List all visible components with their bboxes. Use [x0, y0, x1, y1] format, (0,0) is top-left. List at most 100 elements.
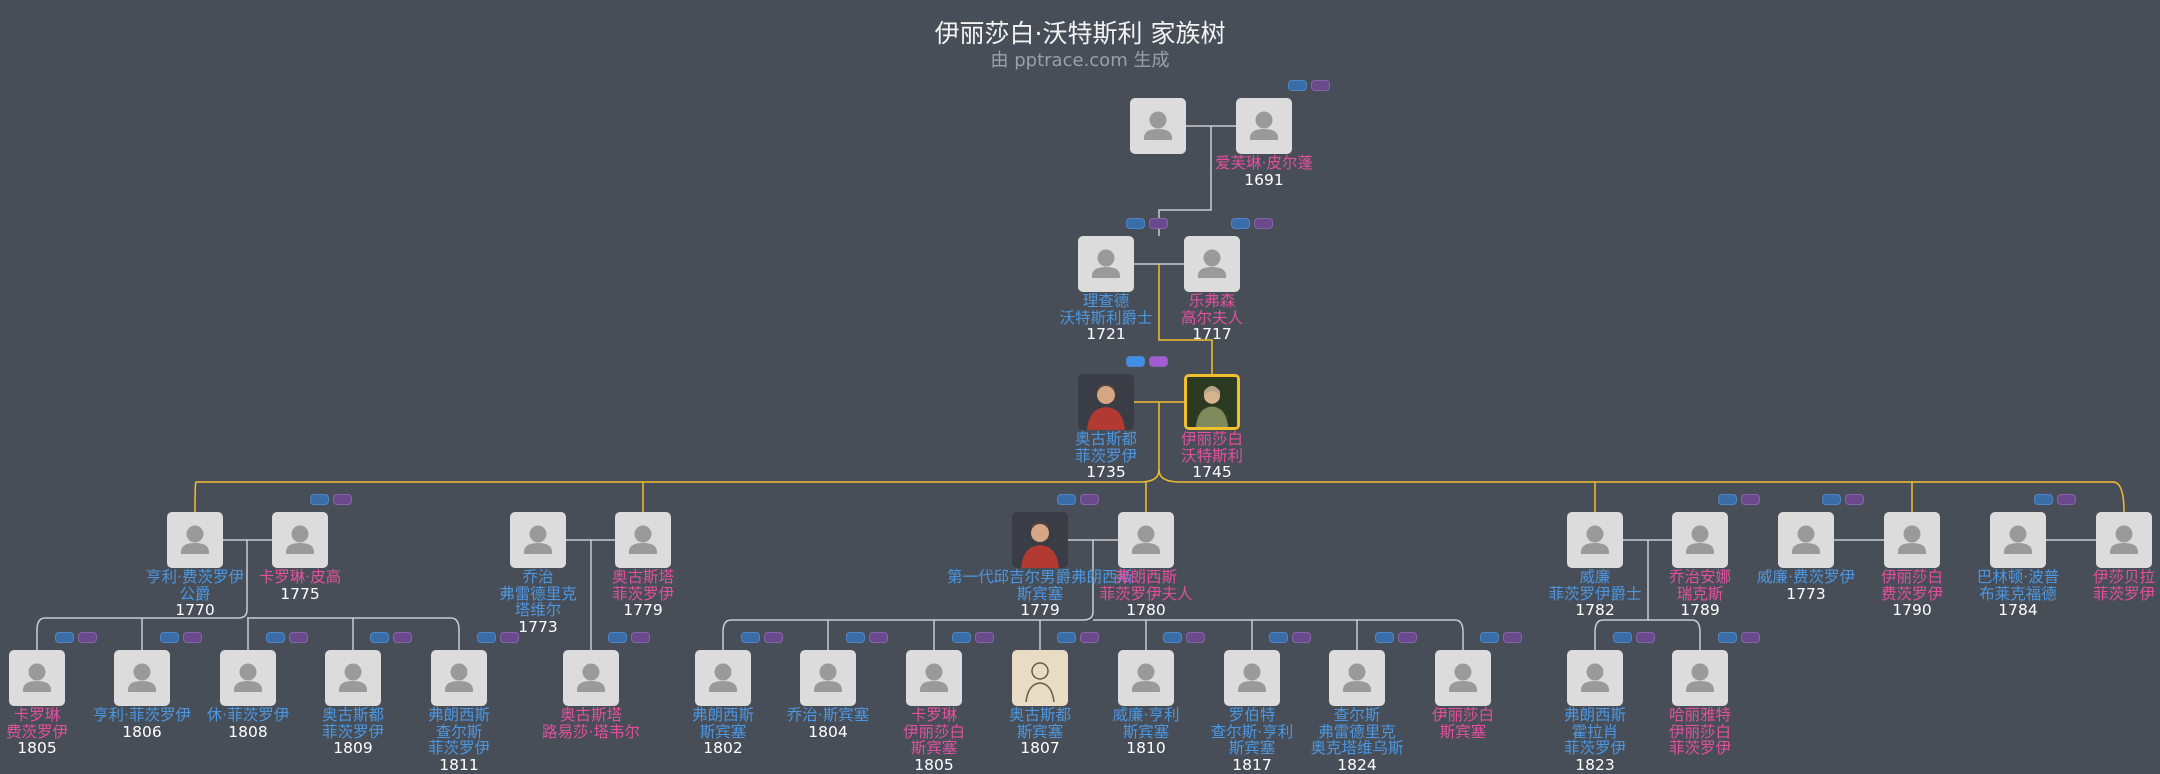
person-silhouette-icon[interactable]	[800, 650, 856, 706]
person-silhouette-icon[interactable]	[1567, 512, 1623, 568]
expand-descendants-toggle[interactable]	[1254, 218, 1273, 229]
person-silhouette-icon[interactable]	[906, 650, 962, 706]
person-portrait[interactable]	[1184, 374, 1240, 430]
person-silhouette-icon[interactable]	[2096, 512, 2152, 568]
expand-ancestors-toggle[interactable]	[55, 632, 74, 643]
person-silhouette-icon[interactable]	[695, 650, 751, 706]
person-portrait[interactable]	[1012, 650, 1068, 706]
person-silhouette-icon[interactable]	[615, 512, 671, 568]
expand-ancestors-toggle[interactable]	[1480, 632, 1499, 643]
expand-descendants-toggle[interactable]	[1292, 632, 1311, 643]
person-name: 威廉菲茨罗伊爵士	[1495, 569, 1695, 602]
expand-descendants-toggle[interactable]	[975, 632, 994, 643]
expand-ancestors-toggle[interactable]	[1163, 632, 1182, 643]
person-silhouette-icon[interactable]	[325, 650, 381, 706]
expand-descendants-toggle[interactable]	[1503, 632, 1522, 643]
expand-descendants-toggle[interactable]	[1311, 80, 1330, 91]
person-silhouette-icon[interactable]	[1672, 512, 1728, 568]
expand-controls	[1126, 218, 1170, 230]
expand-ancestors-toggle[interactable]	[477, 632, 496, 643]
expand-descendants-toggle[interactable]	[1149, 356, 1168, 367]
person-name-line: 伊丽莎白	[1668, 722, 1731, 741]
expand-descendants-toggle[interactable]	[1741, 494, 1760, 505]
expand-descendants-toggle[interactable]	[1149, 218, 1168, 229]
person-silhouette-icon[interactable]	[1672, 650, 1728, 706]
expand-descendants-toggle[interactable]	[1636, 632, 1655, 643]
person-silhouette-icon[interactable]	[272, 512, 328, 568]
person-silhouette-icon[interactable]	[563, 650, 619, 706]
expand-ancestors-toggle[interactable]	[1126, 218, 1145, 229]
person-name-line: 巴林顿·波普	[1976, 568, 2060, 586]
person-silhouette-icon[interactable]	[220, 650, 276, 706]
expand-ancestors-toggle[interactable]	[2034, 494, 2053, 505]
expand-ancestors-toggle[interactable]	[160, 632, 179, 643]
person-silhouette-icon[interactable]	[1778, 512, 1834, 568]
person-silhouette-icon[interactable]	[1118, 512, 1174, 568]
person-name: 奥古斯都菲茨罗伊	[1006, 431, 1206, 464]
person-birth-year: 1735	[1086, 463, 1126, 481]
expand-ancestors-toggle[interactable]	[1718, 632, 1737, 643]
expand-descendants-toggle[interactable]	[631, 632, 650, 643]
expand-descendants-toggle[interactable]	[500, 632, 519, 643]
person-portrait[interactable]	[1078, 374, 1134, 430]
expand-descendants-toggle[interactable]	[393, 632, 412, 643]
expand-ancestors-toggle[interactable]	[1375, 632, 1394, 643]
person-silhouette-icon[interactable]	[1130, 98, 1186, 154]
person-silhouette-icon[interactable]	[1236, 98, 1292, 154]
person-name-line: 伊丽莎白	[1180, 430, 1243, 448]
person-silhouette-icon[interactable]	[1184, 236, 1240, 292]
expand-descendants-toggle[interactable]	[1080, 494, 1099, 505]
person-birth-year: 1691	[1244, 170, 1284, 189]
expand-ancestors-toggle[interactable]	[1288, 80, 1307, 91]
person-name-line: 布莱克福德	[1979, 584, 2057, 603]
expand-descendants-toggle[interactable]	[1398, 632, 1417, 643]
person-silhouette-icon[interactable]	[431, 650, 487, 706]
person-portrait[interactable]	[1012, 512, 1068, 568]
expand-ancestors-toggle[interactable]	[1057, 494, 1076, 505]
expand-descendants-toggle[interactable]	[764, 632, 783, 643]
expand-ancestors-toggle[interactable]	[1718, 494, 1737, 505]
person-silhouette-icon[interactable]	[1224, 650, 1280, 706]
expand-descendants-toggle[interactable]	[1186, 632, 1205, 643]
person-silhouette-icon[interactable]	[1078, 236, 1134, 292]
person-name-line: 菲茨罗伊	[2092, 584, 2155, 603]
expand-descendants-toggle[interactable]	[289, 632, 308, 643]
expand-ancestors-toggle[interactable]	[1231, 218, 1250, 229]
expand-ancestors-toggle[interactable]	[1126, 356, 1145, 367]
person-name: 理查德沃特斯利爵士	[1006, 293, 1206, 326]
expand-controls	[1718, 632, 1762, 644]
expand-controls	[1288, 80, 1332, 92]
person-name-line: 菲茨罗伊	[611, 584, 674, 603]
expand-ancestors-toggle[interactable]	[608, 632, 627, 643]
expand-ancestors-toggle[interactable]	[370, 632, 389, 643]
expand-ancestors-toggle[interactable]	[952, 632, 971, 643]
expand-descendants-toggle[interactable]	[869, 632, 888, 643]
person-silhouette-icon[interactable]	[1118, 650, 1174, 706]
expand-ancestors-toggle[interactable]	[1269, 632, 1288, 643]
expand-ancestors-toggle[interactable]	[741, 632, 760, 643]
person-silhouette-icon[interactable]	[114, 650, 170, 706]
person-silhouette-icon[interactable]	[1990, 512, 2046, 568]
person-silhouette-icon[interactable]	[1884, 512, 1940, 568]
person-silhouette-icon[interactable]	[510, 512, 566, 568]
expand-ancestors-toggle[interactable]	[846, 632, 865, 643]
person-silhouette-icon[interactable]	[9, 650, 65, 706]
expand-ancestors-toggle[interactable]	[310, 494, 329, 505]
person-name-line: 沃特斯利	[1180, 446, 1243, 465]
person-silhouette-icon[interactable]	[167, 512, 223, 568]
expand-descendants-toggle[interactable]	[2057, 494, 2076, 505]
expand-descendants-toggle[interactable]	[1845, 494, 1864, 505]
person-name-line: 乐弗森	[1188, 292, 1236, 310]
expand-descendants-toggle[interactable]	[78, 632, 97, 643]
expand-ancestors-toggle[interactable]	[266, 632, 285, 643]
person-silhouette-icon[interactable]	[1329, 650, 1385, 706]
expand-descendants-toggle[interactable]	[183, 632, 202, 643]
expand-ancestors-toggle[interactable]	[1613, 632, 1632, 643]
expand-descendants-toggle[interactable]	[333, 494, 352, 505]
person-silhouette-icon[interactable]	[1435, 650, 1491, 706]
person-silhouette-icon[interactable]	[1567, 650, 1623, 706]
expand-ancestors-toggle[interactable]	[1822, 494, 1841, 505]
expand-descendants-toggle[interactable]	[1741, 632, 1760, 643]
expand-ancestors-toggle[interactable]	[1057, 632, 1076, 643]
expand-descendants-toggle[interactable]	[1080, 632, 1099, 643]
